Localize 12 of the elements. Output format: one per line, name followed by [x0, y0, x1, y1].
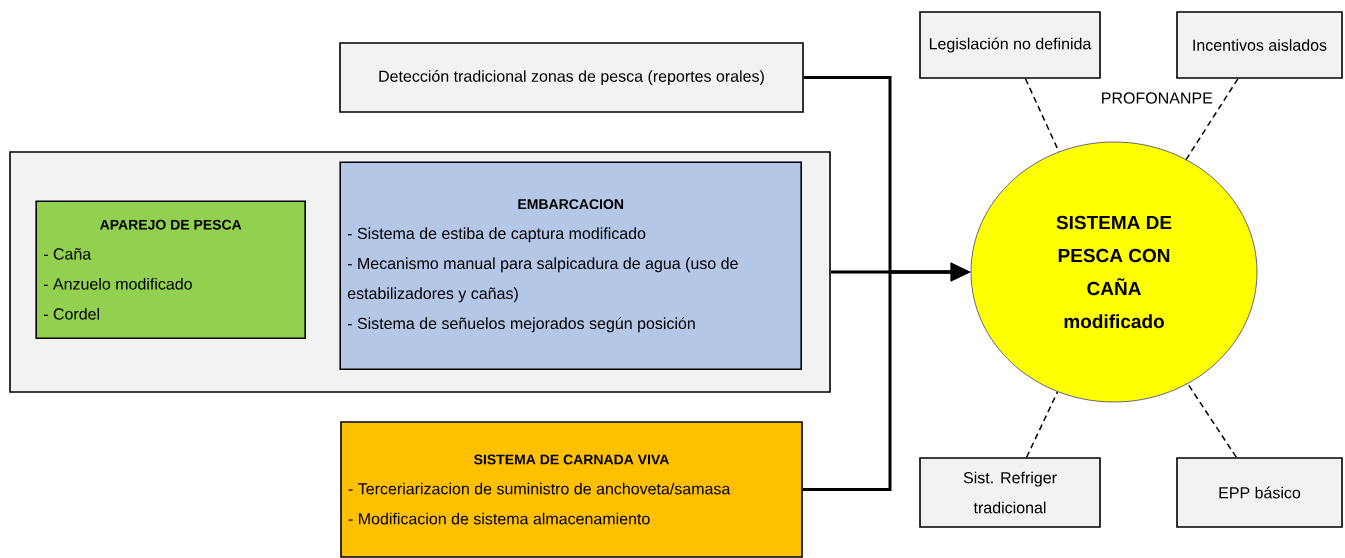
component-box: APAREJO DE PESCA - Caña - Anzuelo modificado - Cordel [35, 200, 306, 339]
component-box: EMBARCACION - Sistema de estiba de captura modificado - Mecanismo manual para salpicadura de agua (uso de estabilizadores y cañas) - Sistema de señuelos mejorados según posición [339, 161, 802, 370]
connector [1025, 391, 1059, 458]
component-box: SISTEMA DE CARNADA VIVA - Terceriarizacion de suministro de anchoveta/samasa - Modificacion de sistema almacenamiento [340, 421, 803, 558]
factor-box: Incentivos aislados [1176, 11, 1343, 79]
connector [1185, 78, 1239, 161]
text-box: Detección tradicional zonas de pesca (reportes orales) [339, 42, 804, 113]
factor-box: Legislación no definida [919, 11, 1101, 79]
connector [1187, 383, 1237, 458]
factor-box: EPP básico [1176, 457, 1343, 528]
factor-box: Sist. Refriger tradicional [919, 457, 1101, 528]
beside-label: PROFONANPE [1102, 92, 1213, 104]
